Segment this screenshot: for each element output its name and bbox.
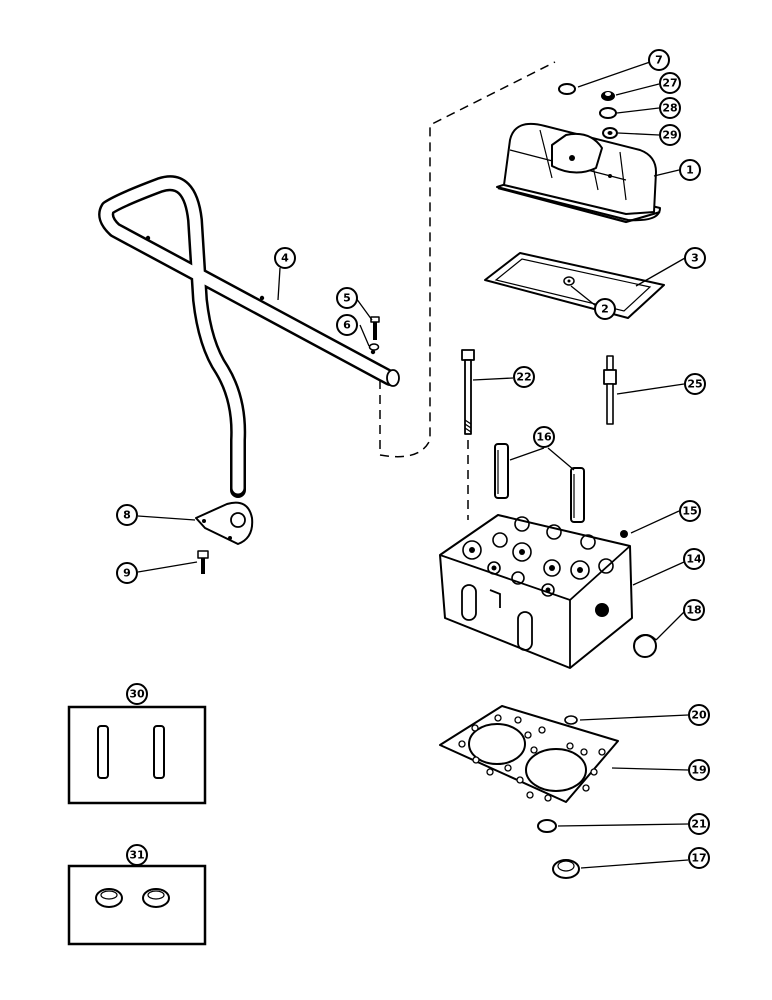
callout-17: 17 xyxy=(688,847,710,869)
callout-30: 30 xyxy=(126,683,148,705)
svg-text:16: 16 xyxy=(536,431,552,444)
callout-19: 19 xyxy=(688,759,710,781)
callout-15: 15 xyxy=(679,500,701,522)
svg-text:31: 31 xyxy=(129,849,144,862)
bolt-9 xyxy=(197,550,209,574)
assembly-dashed-line xyxy=(379,61,556,458)
svg-text:22: 22 xyxy=(516,371,531,384)
washer-28 xyxy=(599,107,617,119)
svg-text:21: 21 xyxy=(691,818,706,831)
kit-box-30 xyxy=(67,705,207,805)
callout-4: 4 xyxy=(274,247,296,269)
svg-text:5: 5 xyxy=(343,292,351,305)
nut-27 xyxy=(601,91,615,101)
svg-text:15: 15 xyxy=(682,505,697,518)
callout-21: 21 xyxy=(688,813,710,835)
o-ring-20 xyxy=(564,715,578,725)
callout-25: 25 xyxy=(684,373,706,395)
callout-14: 14 xyxy=(683,548,705,570)
breather-tube xyxy=(98,175,400,498)
head-gasket xyxy=(439,705,619,803)
svg-text:8: 8 xyxy=(123,509,131,522)
svg-text:14: 14 xyxy=(686,553,702,566)
callout-16: 16 xyxy=(533,426,555,448)
callout-8: 8 xyxy=(116,504,138,526)
svg-text:28: 28 xyxy=(662,102,677,115)
svg-text:18: 18 xyxy=(686,604,701,617)
washer-7 xyxy=(558,83,576,95)
svg-text:6: 6 xyxy=(343,319,351,332)
grommet-29 xyxy=(602,127,618,139)
seal-21 xyxy=(537,819,557,833)
stud-25 xyxy=(603,355,617,425)
svg-text:4: 4 xyxy=(281,252,289,265)
svg-text:2: 2 xyxy=(601,303,609,316)
seal-17 xyxy=(552,859,580,879)
cylinder-head xyxy=(439,514,633,669)
callout-7: 7 xyxy=(648,49,670,71)
callout-9: 9 xyxy=(116,562,138,584)
svg-text:1: 1 xyxy=(686,164,694,177)
svg-text:3: 3 xyxy=(691,252,699,265)
studs-16 xyxy=(494,443,585,523)
svg-text:25: 25 xyxy=(687,378,702,391)
callout-31: 31 xyxy=(126,844,148,866)
callout-18: 18 xyxy=(683,599,705,621)
callout-5: 5 xyxy=(336,287,358,309)
svg-text:9: 9 xyxy=(123,567,131,580)
svg-text:19: 19 xyxy=(691,764,706,777)
svg-text:29: 29 xyxy=(662,129,677,142)
kit-box-31 xyxy=(67,864,207,946)
svg-text:20: 20 xyxy=(691,709,707,722)
svg-text:17: 17 xyxy=(691,852,706,865)
callout-27: 27 xyxy=(659,72,681,94)
leader-lines xyxy=(137,61,689,869)
svg-text:30: 30 xyxy=(129,688,145,701)
svg-text:27: 27 xyxy=(662,77,677,90)
grommet-2 xyxy=(563,276,575,286)
head-bolt-22 xyxy=(461,349,475,435)
callout-1: 1 xyxy=(679,159,701,181)
svg-text:7: 7 xyxy=(655,54,663,67)
bolt-5 xyxy=(370,316,380,340)
callout-28: 28 xyxy=(659,97,681,119)
callout-22: 22 xyxy=(513,366,535,388)
flange-8 xyxy=(195,501,254,545)
callout-2: 2 xyxy=(594,298,616,320)
valve-cover xyxy=(496,122,661,224)
callout-20: 20 xyxy=(688,704,710,726)
callout-3: 3 xyxy=(684,247,706,269)
cup-plug-18 xyxy=(633,634,657,658)
cover-gasket xyxy=(484,252,665,319)
washer-6 xyxy=(368,343,380,351)
plug-15 xyxy=(620,530,628,538)
callout-6: 6 xyxy=(336,314,358,336)
callout-29: 29 xyxy=(659,124,681,146)
